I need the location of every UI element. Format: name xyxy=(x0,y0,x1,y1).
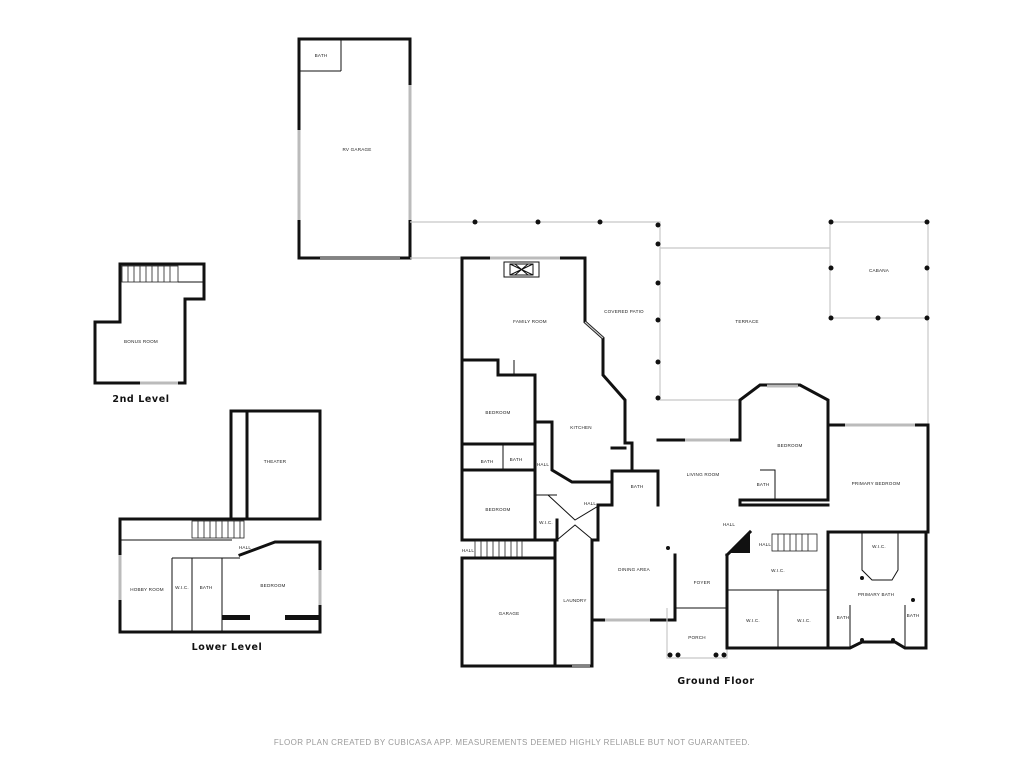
room-label-bath-2: BATH xyxy=(510,457,523,462)
room-label-family-room: FAMILY ROOM xyxy=(513,319,547,324)
room-label-bath-4: BATH xyxy=(757,482,770,487)
fireplace xyxy=(503,261,540,278)
room-label-lower-bedroom: BEDROOM xyxy=(260,583,285,588)
level-title-lower: Lower Level xyxy=(192,642,263,653)
stairs-second-level xyxy=(121,265,179,283)
lower-level-plan: THEATER HOBBY ROOM W.I.C. BATH BEDROOM H… xyxy=(118,409,322,634)
room-label-rv-garage: RV GARAGE xyxy=(342,147,371,152)
room-label-hall-2: HALL xyxy=(584,501,597,506)
room-label-theater: THEATER xyxy=(264,459,287,464)
room-label-hall-3: HALL xyxy=(462,548,475,553)
room-label-bonus-room: BONUS ROOM xyxy=(124,339,158,344)
room-label-bath-3: BATH xyxy=(631,484,644,489)
second-level-plan: BONUS ROOM xyxy=(93,262,206,385)
room-label-dining-area: DINING AREA xyxy=(618,567,651,572)
level-title-second: 2nd Level xyxy=(112,394,169,405)
room-label-wic-2: W.I.C. xyxy=(771,568,785,573)
ground-floor-plan: BATH RV GARAGE COVERED PATIO TERRACE CAB… xyxy=(297,37,930,668)
room-label-rv-bath: BATH xyxy=(315,53,328,58)
room-label-wic-5: W.I.C. xyxy=(872,544,886,549)
room-label-cabana: CABANA xyxy=(869,268,890,273)
room-label-covered-patio: COVERED PATIO xyxy=(604,309,644,314)
footer-disclaimer: FLOOR PLAN CREATED BY CUBICASA APP. MEAS… xyxy=(274,738,750,747)
room-label-lower-wic: W.I.C. xyxy=(175,585,189,590)
room-label-bedroom-1: BEDROOM xyxy=(485,410,510,415)
room-label-wic-3: W.I.C. xyxy=(746,618,760,623)
level-title-ground: Ground Floor xyxy=(677,676,754,687)
room-label-porch: PORCH xyxy=(688,635,706,640)
room-label-hall-1: HALL xyxy=(537,462,550,467)
room-label-garage: GARAGE xyxy=(499,611,520,616)
room-label-primary-bath: PRIMARY BATH xyxy=(858,592,894,597)
room-label-foyer: FOYER xyxy=(694,580,711,585)
room-label-kitchen: KITCHEN xyxy=(570,425,592,430)
room-label-hall-4: HALL xyxy=(723,522,736,527)
room-label-living-room: LIVING ROOM xyxy=(687,472,720,477)
room-label-hall-5: HALL xyxy=(759,542,772,547)
room-label-bath-5: BATH xyxy=(837,615,850,620)
room-label-bath-6: BATH xyxy=(907,613,920,618)
room-label-bedroom-3: BEDROOM xyxy=(777,443,802,448)
room-label-terrace: TERRACE xyxy=(735,319,758,324)
stairs-primary-hall xyxy=(771,533,818,552)
room-label-hobby-room: HOBBY ROOM xyxy=(130,587,164,592)
room-label-lower-bath: BATH xyxy=(200,585,213,590)
room-label-wic-1: W.I.C. xyxy=(539,520,553,525)
room-label-lower-hall: HALL xyxy=(239,545,252,550)
room-label-bath-1: BATH xyxy=(481,459,494,464)
room-label-primary-bedroom: PRIMARY BEDROOM xyxy=(852,481,901,486)
room-label-laundry: LAUNDRY xyxy=(563,598,586,603)
stairs-lower-level xyxy=(191,520,245,539)
stairs-ground-floor xyxy=(474,540,523,559)
room-label-wic-4: W.I.C. xyxy=(797,618,811,623)
room-label-bedroom-2: BEDROOM xyxy=(485,507,510,512)
